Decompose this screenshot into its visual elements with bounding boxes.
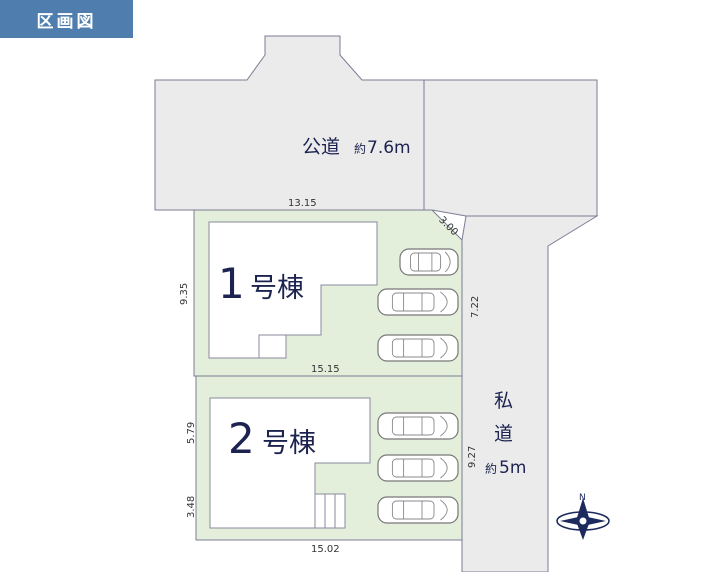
parked-car-icon bbox=[377, 412, 459, 440]
parking-spaces bbox=[377, 248, 459, 524]
lot-1-number: 1 bbox=[218, 259, 245, 308]
house-1-porch bbox=[258, 334, 287, 359]
north-compass-icon bbox=[556, 498, 610, 540]
private-road-name-1: 私 bbox=[494, 390, 513, 412]
private-road-width: 5m bbox=[499, 458, 526, 478]
dim-middle: 15.15 bbox=[311, 364, 340, 375]
public-road-width: 7.6m bbox=[367, 138, 411, 158]
parked-car-icon bbox=[377, 334, 459, 362]
lot-1-suffix: 号棟 bbox=[250, 273, 304, 304]
house-2-footprint bbox=[209, 397, 371, 529]
house-1-footprint bbox=[208, 221, 378, 359]
private-road-name-2: 道 bbox=[494, 423, 513, 445]
parked-car-icon bbox=[377, 288, 459, 316]
compass-north-label: N bbox=[579, 493, 586, 503]
dim-lot2-left-lower: 3.48 bbox=[186, 496, 197, 518]
dim-top: 13.15 bbox=[288, 198, 317, 209]
dim-lot2-right: 9.27 bbox=[467, 446, 478, 468]
lot-2-number: 2 bbox=[228, 414, 255, 463]
private-road bbox=[461, 215, 599, 572]
dim-lot1-left: 9.35 bbox=[179, 283, 190, 305]
parked-car-icon bbox=[399, 248, 459, 276]
dim-lot1-right: 7.22 bbox=[470, 296, 481, 318]
dim-lot2-left-upper: 5.79 bbox=[186, 422, 197, 444]
parked-car-icon bbox=[377, 454, 459, 482]
house-2-porch bbox=[314, 493, 346, 529]
public-road bbox=[154, 35, 598, 217]
lot-2-suffix: 号棟 bbox=[262, 428, 316, 459]
public-road-name: 公道 bbox=[302, 136, 340, 158]
section-title-badge: 区画図 bbox=[0, 0, 133, 38]
parked-car-icon bbox=[377, 496, 459, 524]
private-road-width-prefix: 約 bbox=[485, 461, 497, 476]
dim-bottom: 15.02 bbox=[311, 544, 340, 555]
public-road-width-prefix: 約 bbox=[354, 141, 366, 156]
